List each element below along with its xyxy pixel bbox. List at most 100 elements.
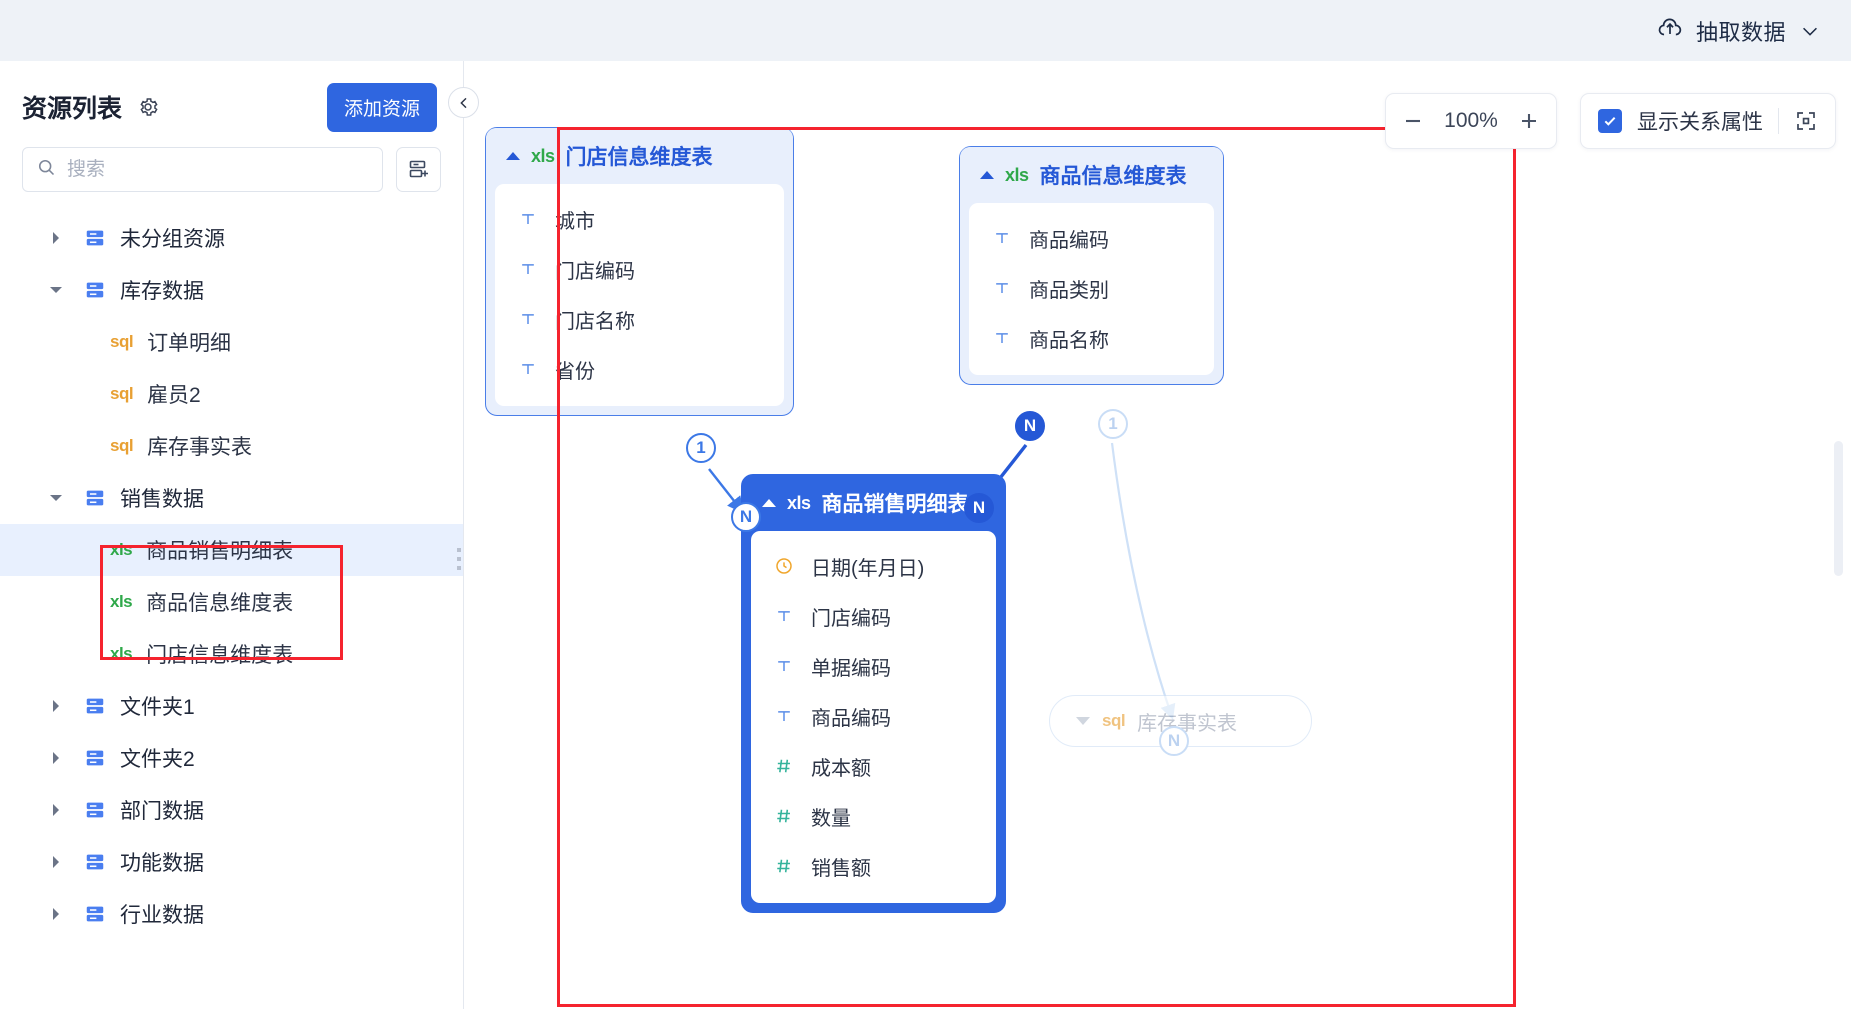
- tree-item-group[interactable]: 文件夹2: [0, 732, 463, 784]
- canvas-vertical-scrollbar[interactable]: [1834, 441, 1843, 576]
- database-icon: [84, 903, 106, 925]
- xls-type-tag: xls: [531, 145, 555, 166]
- field-row[interactable]: 数量: [751, 791, 996, 841]
- fullscreen-icon[interactable]: [1794, 109, 1818, 133]
- number-type-icon: [773, 756, 795, 776]
- card-title: 商品信息维度表: [1039, 165, 1187, 188]
- database-icon: [84, 487, 106, 509]
- search-icon: [36, 157, 57, 183]
- sidebar-collapse-button[interactable]: [448, 87, 479, 118]
- xls-type-tag: xls: [110, 592, 133, 611]
- database-icon: [84, 279, 106, 301]
- relation-badge-one[interactable]: 1: [686, 433, 716, 463]
- caret-right-icon[interactable]: [48, 230, 64, 246]
- field-name: 商品编码: [1029, 229, 1109, 252]
- field-row[interactable]: 日期(年月日): [751, 541, 996, 591]
- card-header[interactable]: xls 商品销售明细表: [742, 475, 1005, 531]
- sidebar-search-row: [0, 137, 463, 192]
- zoom-control: 100%: [1385, 93, 1557, 149]
- caret-right-icon[interactable]: [48, 750, 64, 766]
- relationship-canvas[interactable]: xls 门店信息维度表 城市 门店编码 门店名称 省份: [464, 61, 1851, 1009]
- triangle-up-icon[interactable]: [980, 171, 994, 179]
- search-input[interactable]: [67, 158, 369, 181]
- tree-item-group[interactable]: 文件夹1: [0, 680, 463, 732]
- tree-item-group[interactable]: 部门数据: [0, 784, 463, 836]
- divider: [1778, 108, 1779, 134]
- triangle-down-icon[interactable]: [1076, 717, 1090, 725]
- relation-badge-many[interactable]: N: [731, 502, 761, 532]
- add-resource-button[interactable]: 添加资源: [326, 82, 437, 132]
- field-row[interactable]: 商品编码: [751, 691, 996, 741]
- card-header[interactable]: xls 商品信息维度表: [960, 147, 1223, 203]
- caret-down-icon[interactable]: [48, 490, 64, 506]
- top-header-bar: 抽取数据: [0, 0, 1851, 61]
- search-box[interactable]: [22, 147, 383, 192]
- field-row[interactable]: 单据编码: [751, 641, 996, 691]
- field-row[interactable]: 门店编码: [751, 591, 996, 641]
- field-row[interactable]: 门店名称: [495, 294, 784, 344]
- field-name: 城市: [555, 210, 595, 233]
- tree-item-group[interactable]: 行业数据: [0, 888, 463, 940]
- xls-type-tag: xls: [110, 540, 133, 559]
- tree-item-group[interactable]: 库存数据: [0, 264, 463, 316]
- zoom-in-button[interactable]: [1516, 108, 1542, 134]
- card-header[interactable]: xls 门店信息维度表: [486, 128, 793, 184]
- card-title: 商品销售明细表: [821, 493, 969, 516]
- number-type-icon: [773, 806, 795, 826]
- show-relation-checkbox[interactable]: [1598, 109, 1622, 133]
- field-row[interactable]: 省份: [495, 344, 784, 394]
- relation-badge-one-faded[interactable]: 1: [1098, 409, 1128, 439]
- add-group-icon[interactable]: [396, 147, 441, 192]
- triangle-up-icon[interactable]: [762, 499, 776, 507]
- gear-icon[interactable]: [136, 95, 160, 119]
- field-row[interactable]: 城市: [495, 194, 784, 244]
- caret-right-icon[interactable]: [48, 854, 64, 870]
- triangle-up-icon[interactable]: [506, 152, 520, 160]
- extract-data-button[interactable]: 抽取数据: [1657, 15, 1821, 47]
- text-type-icon: [773, 706, 795, 726]
- field-row[interactable]: 成本额: [751, 741, 996, 791]
- text-type-icon: [991, 228, 1013, 248]
- field-name: 单据编码: [811, 657, 891, 680]
- field-row[interactable]: 商品编码: [969, 213, 1214, 263]
- field-row[interactable]: 商品名称: [969, 313, 1214, 363]
- field-name: 门店名称: [555, 310, 635, 333]
- tree-item-table[interactable]: xls 商品信息维度表: [0, 576, 463, 628]
- sql-type-tag: sql: [110, 384, 134, 403]
- relation-badge-many-active[interactable]: N: [964, 493, 994, 523]
- relation-badge-many-faded[interactable]: N: [1159, 726, 1189, 756]
- tree-item-label: 未分组资源: [120, 228, 225, 251]
- table-card-sales-fact[interactable]: xls 商品销售明细表 日期(年月日) 门店编码 单据编码 商: [741, 474, 1006, 913]
- tree-item-group[interactable]: 功能数据: [0, 836, 463, 888]
- caret-right-icon[interactable]: [48, 906, 64, 922]
- field-row[interactable]: 商品类别: [969, 263, 1214, 313]
- tree-item-label: 功能数据: [120, 852, 204, 875]
- field-name: 门店编码: [811, 607, 891, 630]
- show-relation-label: 显示关系属性: [1637, 111, 1763, 134]
- chevron-down-icon[interactable]: [1799, 20, 1821, 42]
- field-name: 商品编码: [811, 707, 891, 730]
- caret-right-icon[interactable]: [48, 698, 64, 714]
- table-card-product-dim[interactable]: xls 商品信息维度表 商品编码 商品类别 商品名称: [959, 146, 1224, 385]
- tree-item-label: 销售数据: [120, 488, 204, 511]
- text-type-icon: [517, 309, 539, 329]
- zoom-out-button[interactable]: [1400, 108, 1426, 134]
- field-row[interactable]: 门店编码: [495, 244, 784, 294]
- table-card-store-dim[interactable]: xls 门店信息维度表 城市 门店编码 门店名称 省份: [485, 127, 794, 416]
- tree-item-group[interactable]: 销售数据: [0, 472, 463, 524]
- zoom-level-value: 100%: [1444, 109, 1498, 132]
- caret-right-icon[interactable]: [48, 802, 64, 818]
- tree-item-group[interactable]: 未分组资源: [0, 212, 463, 264]
- tree-item-label: 商品信息维度表: [146, 592, 294, 615]
- field-row[interactable]: 销售额: [751, 841, 996, 891]
- relation-badge-many-active[interactable]: N: [1015, 411, 1045, 441]
- caret-down-icon[interactable]: [48, 282, 64, 298]
- text-type-icon: [517, 259, 539, 279]
- sidebar-divider: [463, 61, 464, 1009]
- tree-item-label: 订单明细: [147, 332, 232, 355]
